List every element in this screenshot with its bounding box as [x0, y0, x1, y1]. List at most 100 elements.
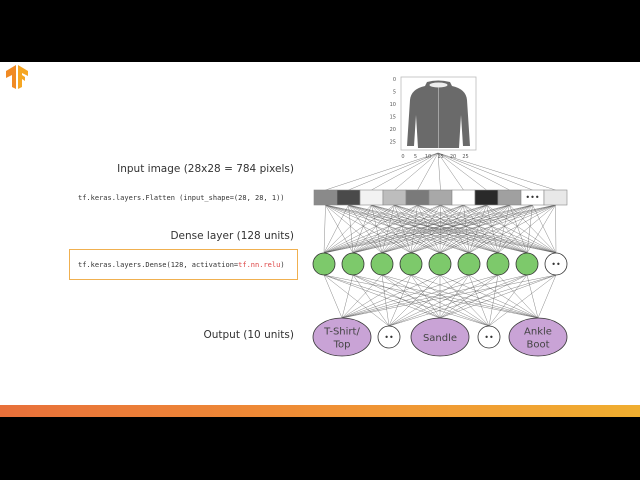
connection-line	[352, 274, 490, 327]
ellipsis-label: ••	[384, 333, 393, 342]
input-pixel-cell	[451, 189, 476, 206]
connection-line	[371, 204, 383, 254]
connection-line	[437, 152, 510, 191]
connection-line	[437, 152, 464, 191]
hidden-node	[457, 252, 481, 276]
connection-line	[341, 274, 354, 319]
connection-line	[439, 204, 510, 254]
connection-line	[381, 204, 418, 254]
connection-line	[468, 274, 539, 319]
input-pixel-cell	[336, 189, 361, 206]
connection-line	[325, 204, 412, 254]
connection-line	[381, 204, 441, 254]
input-pixel-cell	[497, 189, 522, 206]
connection-line	[323, 204, 372, 254]
output-node-label: Boot	[526, 340, 549, 351]
connection-line	[488, 274, 528, 327]
connection-line	[352, 204, 395, 254]
connection-line	[341, 274, 441, 319]
connection-line	[325, 204, 354, 254]
y-tick-label: 10	[390, 102, 396, 108]
connection-line	[437, 152, 487, 191]
connection-line	[394, 204, 412, 254]
input-pixel-cell	[359, 189, 384, 206]
x-tick-label: 25	[462, 154, 468, 160]
connection-line	[437, 152, 556, 191]
connection-line	[488, 274, 557, 327]
ellipsis-label: ••	[484, 333, 493, 342]
dense-code-prefix: tf.keras.layers.Dense(128, activation=	[78, 261, 239, 269]
connection-line	[323, 204, 533, 254]
hidden-layer: ••	[312, 252, 568, 276]
connection-lines	[323, 152, 557, 327]
connection-line	[352, 274, 441, 319]
connection-line	[468, 204, 556, 254]
hidden-node	[399, 252, 423, 276]
connection-line	[439, 274, 470, 319]
connection-line	[348, 204, 383, 254]
connection-line	[555, 204, 557, 254]
x-tick-label: 15	[437, 154, 443, 160]
input-pixel-cell	[428, 189, 453, 206]
connection-line	[388, 274, 557, 327]
input-pixel-cell	[405, 189, 430, 206]
connection-line	[352, 204, 441, 254]
connection-line	[381, 274, 490, 327]
dense-code-suffix: )	[280, 261, 285, 269]
connection-line	[325, 204, 383, 254]
output-node	[410, 317, 470, 357]
connection-line	[323, 274, 490, 327]
output-layer-label: Output (10 units)	[203, 329, 294, 341]
connection-line	[497, 274, 539, 319]
connection-line	[381, 204, 464, 254]
x-tick-label: 10	[425, 154, 431, 160]
x-tick-label: 0	[401, 154, 404, 160]
connection-line	[352, 204, 510, 254]
connection-line	[417, 152, 439, 191]
ellipsis-label: ••	[551, 260, 560, 269]
x-tick-label: 20	[450, 154, 456, 160]
connection-line	[394, 204, 499, 254]
connection-line	[410, 274, 539, 319]
connection-line	[394, 152, 439, 191]
connection-line	[410, 204, 510, 254]
connection-line	[348, 152, 439, 191]
connection-line	[526, 274, 539, 319]
connection-line	[323, 204, 510, 254]
connection-line	[497, 204, 556, 254]
connection-line	[371, 152, 439, 191]
y-tick-label: 15	[390, 115, 396, 121]
input-pixel-cell	[543, 189, 568, 206]
connection-line	[488, 274, 499, 327]
connection-line	[323, 204, 441, 254]
connection-line	[341, 274, 499, 319]
connection-line	[388, 274, 499, 327]
flatten-code: tf.keras.layers.Flatten (input_shape=(28…	[78, 194, 285, 202]
connection-line	[325, 204, 470, 254]
connection-line	[323, 204, 464, 254]
bottom-accent-bar	[0, 405, 640, 417]
connection-line	[323, 274, 343, 319]
connection-line	[537, 274, 557, 319]
connection-line	[341, 274, 557, 319]
connection-line	[381, 204, 510, 254]
connection-line	[388, 274, 528, 327]
output-ellipsis-node	[477, 325, 501, 349]
connection-line	[526, 204, 556, 254]
connection-line	[509, 204, 557, 254]
output-node-label: T-Shirt/	[323, 327, 360, 338]
connection-line	[352, 274, 390, 327]
connection-line	[352, 274, 539, 319]
connection-line	[388, 274, 412, 327]
connection-line	[323, 204, 349, 254]
connection-line	[439, 274, 539, 319]
output-node-label: Top	[333, 340, 351, 351]
output-node-label: Sandle	[423, 333, 457, 344]
connection-line	[341, 274, 528, 319]
connection-line	[341, 274, 470, 319]
hidden-node	[515, 252, 539, 276]
connection-line	[463, 204, 528, 254]
